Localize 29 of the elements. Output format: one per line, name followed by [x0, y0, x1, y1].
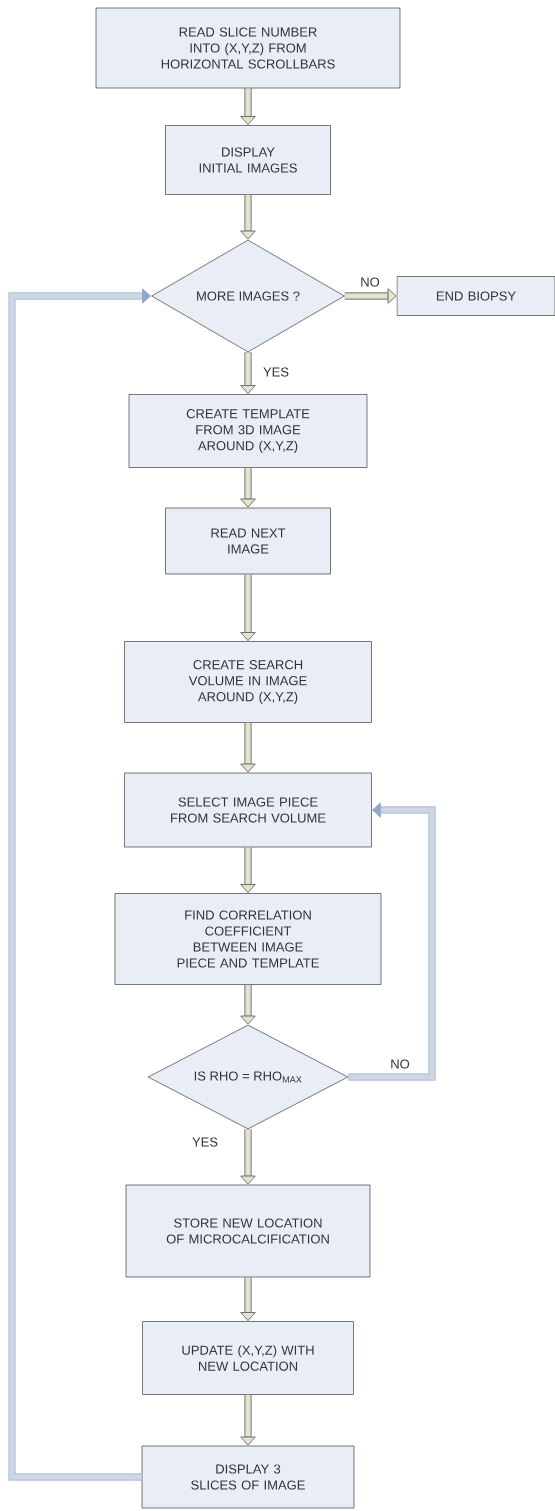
arrow	[240, 1277, 256, 1321]
process-box: DISPLAY 3 SLICES OF IMAGE	[141, 1445, 355, 1509]
process-box: CREATE TEMPLATE FROM 3D IMAGE AROUND (X,Y,Z)	[128, 394, 368, 468]
arrow	[240, 88, 256, 125]
arrow	[240, 1394, 256, 1446]
edge-label: NO	[389, 1058, 411, 1070]
arrow	[240, 352, 256, 394]
edge-label: YES	[262, 366, 290, 378]
arrow	[344, 288, 397, 304]
arrow	[348, 802, 436, 1081]
arrow	[240, 984, 256, 1025]
arrow	[240, 847, 256, 893]
process-box: UPDATE (X,Y,Z) WITH NEW LOCATION	[142, 1321, 354, 1395]
process-box: STORE NEW LOCATION OF MICROCALCIFICATION	[125, 1184, 371, 1278]
process-box: READ NEXT IMAGE	[165, 507, 331, 575]
arrow	[8, 288, 151, 1481]
process-box: DISPLAY INITIAL IMAGES	[165, 125, 331, 195]
arrow	[240, 194, 256, 240]
edge-label: YES	[191, 1136, 219, 1148]
process-box: FIND CORRELATION COEFFICIENT BETWEEN IMAGE PIECE AND TEMPLATE	[114, 893, 382, 985]
process-box: READ SLICE NUMBER INTO (X,Y,Z) FROM HORIZONTAL SCROLLBARS	[95, 7, 401, 89]
process-box: END BIOPSY	[396, 276, 555, 316]
arrow	[240, 1129, 256, 1185]
arrow	[240, 722, 256, 773]
arrow	[240, 574, 256, 641]
edge-label: NO	[359, 276, 381, 288]
process-box: SELECT IMAGE PIECE FROM SEARCH VOLUME	[124, 772, 372, 848]
arrow	[240, 467, 256, 508]
process-box: CREATE SEARCH VOLUME IN IMAGE AROUND (X,Y,Z)	[124, 641, 372, 723]
